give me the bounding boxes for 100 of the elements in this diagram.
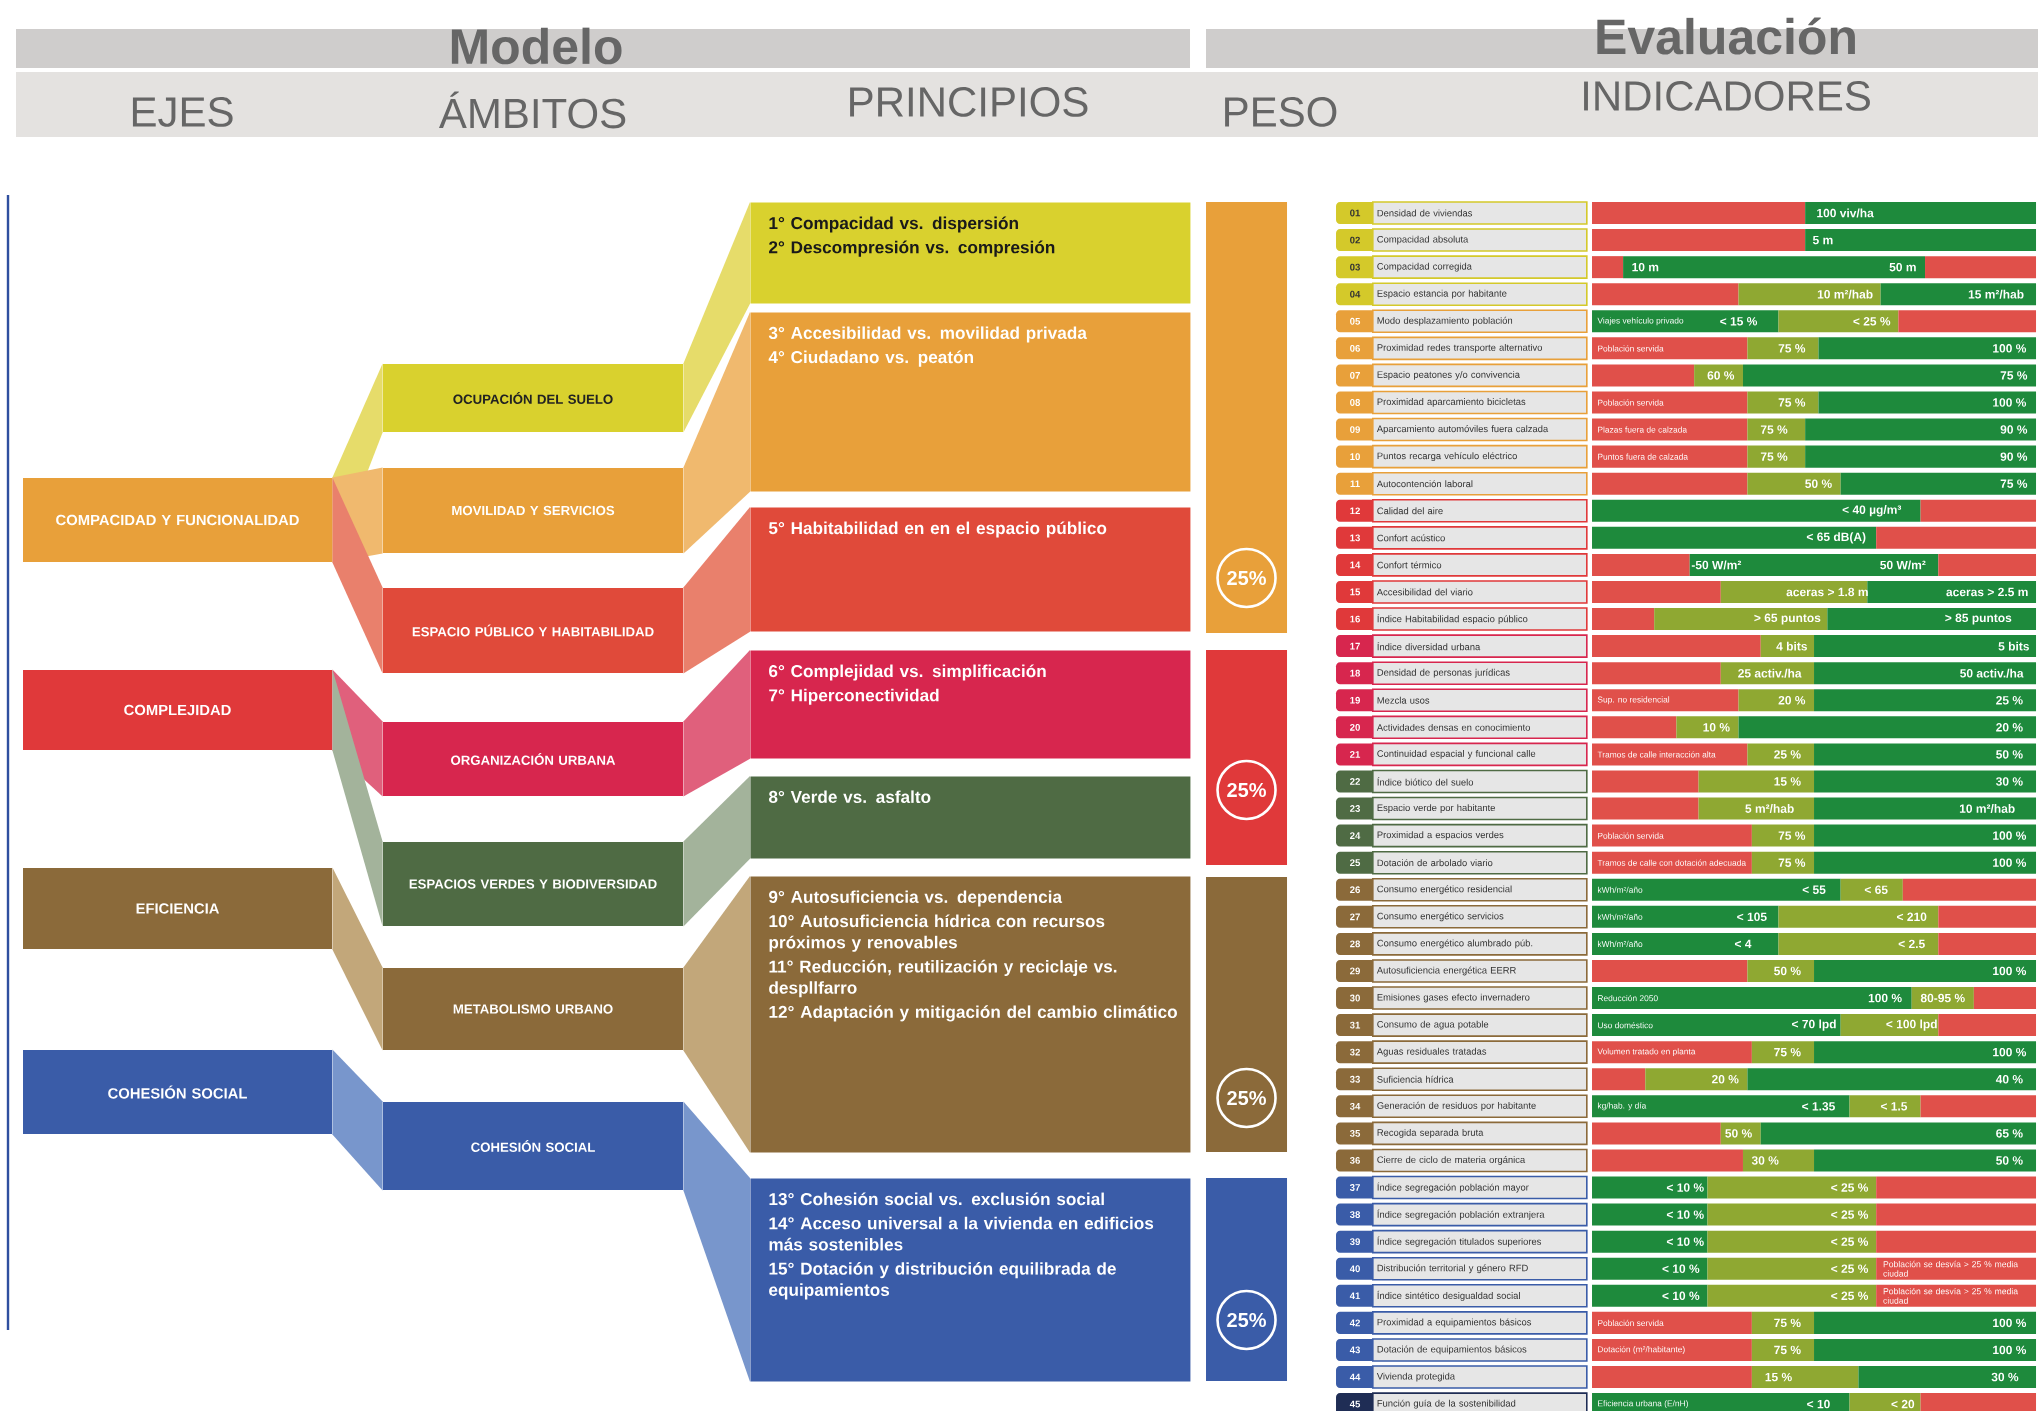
indicator-row: 24 Proximidad a espacios verdes	[1336, 823, 1588, 848]
indicator-row: 11 Autocontención laboral	[1336, 471, 1588, 496]
node-label: 36	[1349, 1157, 1360, 1164]
threshold-bar: 30 % 50 %	[1592, 1149, 2037, 1172]
threshold-bar: Población servida 75 % 100 %	[1592, 1311, 2037, 1334]
node-label: 23	[1350, 805, 1360, 812]
threshold-bar: aceras > 1.8 m aceras > 2.5 m	[1592, 581, 2037, 603]
indicator-row: 09 Aparcamiento automóviles fuera calzada	[1336, 417, 1588, 442]
node-label: 29	[1350, 967, 1360, 975]
indicator-row: 30 Emisiones gases efecto invernadero	[1336, 986, 1588, 1010]
ribbon	[683, 312, 750, 554]
node-label: 16	[1350, 615, 1360, 623]
node-label: 32	[1349, 1048, 1360, 1056]
node-label: 08	[1350, 399, 1361, 406]
threshold-bar: 15 % 30 %	[1592, 1366, 2037, 1388]
node-label: Tramos de calle con dotación adecuada	[1597, 859, 1747, 866]
node-label: 25 %	[1774, 750, 1801, 759]
node-label: 31	[1349, 1021, 1361, 1029]
node-label: 25	[1350, 859, 1361, 867]
threshold-bar: 10 m 50 m	[1592, 256, 2037, 279]
node-label: 18	[1350, 669, 1361, 677]
node-label: < 10 %	[1666, 1210, 1704, 1219]
node-label: Población servida	[1598, 399, 1664, 406]
node-label: 50 %	[1774, 966, 1801, 976]
indicator-row: 45 Función guía de la sostenibilidad	[1336, 1392, 1588, 1411]
scope-box: MOVILIDAD Y SERVICIOS	[383, 468, 683, 553]
weight-band: 25%	[1206, 202, 1287, 633]
ribbon	[332, 867, 383, 1051]
node-label: 11	[1350, 480, 1360, 487]
node-label: 15 %	[1765, 1372, 1792, 1382]
node-label: 14	[1350, 561, 1361, 569]
node-label: 06	[1350, 344, 1360, 352]
node-label: 10	[1350, 453, 1360, 461]
column-header: ÁMBITOS	[439, 91, 626, 129]
threshold-bar: 5 m	[1592, 229, 2037, 252]
axis-box: EFICIENCIA	[23, 868, 332, 949]
node-label: 44	[1349, 1373, 1361, 1381]
indicator-row: 25 Dotación de arbolado viario	[1336, 850, 1588, 875]
principle-box: 3° Accesibilidad vs. movilidad privada 4° Ciudadano vs. peatón	[750, 312, 1191, 492]
node-label: 26	[1350, 886, 1360, 894]
threshold-bar: kWh/m²/año < 105 < 210	[1592, 905, 2037, 928]
node-label: 15 %	[1774, 777, 1801, 786]
indicator-row: 38 Índice segregación población extranjera	[1336, 1202, 1588, 1227]
node-label: 19	[1350, 696, 1360, 704]
node-label: 07	[1350, 372, 1360, 379]
node-label: < 2.5	[1898, 939, 1925, 949]
principle-box: 9° Autosuficiencia vs. dependencia 10° Autosuficiencia hídrica con recursos próximos y renovables 11° Reducción, reutilización y reciclaje vs. despllfarro 12° Adaptación y mitigación del cambio climático	[750, 876, 1191, 1153]
node-label: 42	[1349, 1319, 1360, 1327]
weight-band: 25%	[1206, 650, 1287, 865]
threshold-bar: Volumen tratado en planta 75 % 100 %	[1592, 1041, 2037, 1064]
node-label: < 10 %	[1666, 1183, 1704, 1192]
threshold-bar: 5 m²/hab 10 m²/hab	[1592, 797, 2037, 820]
indicator-row: 22 Índice biótico del suelo	[1336, 769, 1588, 794]
indicator-row: 05 Modo desplazamiento población	[1336, 309, 1588, 334]
node-label: 75 %	[1774, 1318, 1801, 1328]
threshold-bar: Viajes vehículo privado < 15 % < 25 %	[1592, 310, 2037, 333]
node-label: 15	[1350, 588, 1361, 596]
indicator-row: 23 Espacio verde por habitante	[1336, 796, 1588, 821]
threshold-bar: 20 % 40 %	[1592, 1068, 2037, 1091]
indicator-row: 06 Proximidad redes transporte alternativo	[1336, 336, 1588, 361]
indicator-row: 04 Espacio estancia por habitante	[1336, 282, 1588, 306]
ribbon	[683, 507, 750, 674]
indicator-row: 01 Densidad de viviendas	[1336, 201, 1588, 225]
indicator-row: 17 Índice diversidad urbana	[1336, 634, 1588, 658]
threshold-bar: kWh/m²/año < 4 < 2.5	[1592, 932, 2037, 955]
node-label: Volumen tratado en planta	[1597, 1048, 1696, 1057]
node-label: 25 activ./ha	[1738, 668, 1802, 678]
indicator-row: 39 Índice segregación titulados superiores	[1336, 1229, 1588, 1254]
indicator-row: 07 Espacio peatones y/o convivencia	[1336, 363, 1588, 388]
node-label: 45	[1349, 1400, 1361, 1408]
threshold-bar: Tramos de calle interacción alta 25 % 50 %	[1592, 743, 2037, 766]
threshold-bar: Puntos fuera de calzada 75 % 90 %	[1592, 445, 2037, 468]
title: Evaluación	[1597, 17, 1855, 55]
threshold-bar: kWh/m²/año < 55 < 65	[1592, 878, 2037, 901]
indicator-row: 42 Proximidad a equipamientos básicos	[1336, 1311, 1588, 1335]
node-label: 20 %	[1711, 1075, 1739, 1084]
threshold-bar: < 10 % < 25 % Población se desvía > 25 % media ciudad	[1592, 1284, 2037, 1307]
node-label: 12	[1350, 507, 1360, 515]
ribbon	[683, 1101, 750, 1382]
node-label: < 10 %	[1666, 1237, 1704, 1246]
threshold-bar: > 65 puntos > 85 puntos	[1592, 608, 2037, 631]
node-label: Puntos fuera de calzada	[1598, 453, 1688, 460]
threshold-bar: Población servida 75 % 100 %	[1592, 824, 2037, 847]
node-label: Dotación (m²/habitante)	[1598, 1345, 1685, 1354]
indicator-row: 27 Consumo energético servicios	[1336, 905, 1588, 929]
node-label: 75 %	[1774, 1345, 1801, 1355]
node-label: 05	[1350, 317, 1361, 325]
node-label: 30	[1349, 994, 1360, 1002]
node-label: 10 %	[1703, 723, 1730, 732]
indicator-row: 20 Actividades densas en conocimiento	[1336, 715, 1588, 740]
threshold-bar: Plazas fuera de calzada 75 % 90 %	[1592, 418, 2037, 441]
threshold-bar: 15 % 30 %	[1592, 770, 2037, 793]
scope-box: METABOLISMO URBANO	[383, 968, 683, 1050]
weight-band: 25%	[1206, 1178, 1287, 1381]
node-label: 20 %	[1778, 696, 1806, 705]
node-label: 30 %	[1751, 1156, 1779, 1165]
indicator-row: 10 Puntos recarga vehículo eléctrico	[1336, 444, 1588, 469]
node-label: 4 bits	[1776, 641, 1807, 651]
threshold-bar: Uso doméstico < 70 lpd < 100 lpd	[1592, 1014, 2037, 1037]
scope-box: COHESIÓN SOCIAL	[383, 1102, 683, 1190]
